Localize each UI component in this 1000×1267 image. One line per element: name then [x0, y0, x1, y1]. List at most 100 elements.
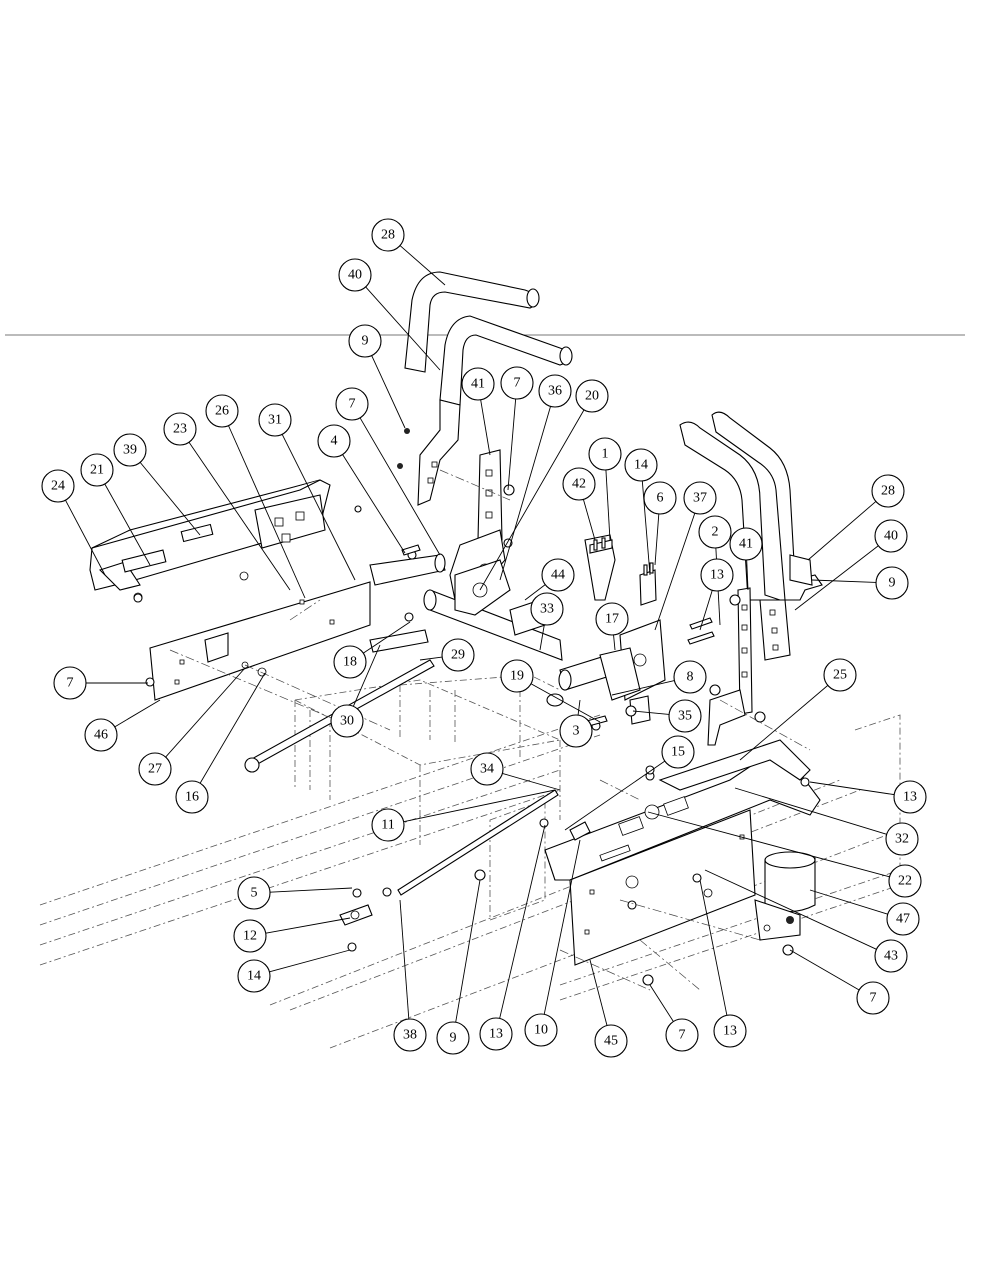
callout-circle	[541, 558, 575, 592]
part-callout: 7	[500, 366, 534, 400]
callout-circle	[113, 433, 147, 467]
part-callout: 4	[317, 424, 351, 458]
callout-circle	[53, 666, 87, 700]
callout-label: 24	[51, 479, 65, 494]
callout-circle	[41, 469, 75, 503]
callout-label: 25	[833, 668, 847, 683]
leader-line	[371, 355, 406, 429]
callout-circle	[371, 808, 405, 842]
leader-line	[530, 683, 601, 723]
callout-label: 41	[471, 377, 485, 392]
leader-line	[507, 398, 517, 491]
part-callout: 34	[470, 752, 504, 786]
callout-circle	[668, 699, 702, 733]
part-callout: 41	[729, 527, 763, 561]
leader-line	[811, 579, 877, 583]
leader-line	[359, 417, 441, 556]
part-callout: 11	[371, 808, 405, 842]
callout-label: 13	[903, 790, 917, 805]
part-callout: 35	[668, 699, 702, 733]
leader-line	[363, 621, 411, 654]
callout-label: 39	[123, 443, 137, 458]
callout-label: 44	[551, 568, 565, 583]
part-callout: 1	[588, 437, 622, 471]
callout-circle	[371, 218, 405, 252]
leader-line	[104, 483, 151, 566]
callout-circle	[436, 1021, 470, 1055]
part-callout: 24	[41, 469, 75, 503]
callout-label: 7	[67, 676, 74, 691]
leader-line	[543, 839, 581, 1015]
callout-label: 7	[870, 991, 877, 1006]
callout-circle	[661, 735, 695, 769]
callout-label: 47	[896, 912, 910, 927]
callout-circle	[538, 374, 572, 408]
callout-circle	[588, 437, 622, 471]
callout-label: 14	[247, 969, 261, 984]
leader-line	[342, 454, 406, 554]
leader-line	[704, 869, 877, 950]
leader-line	[65, 499, 106, 576]
callout-label: 21	[90, 463, 104, 478]
callout-circle	[594, 1024, 628, 1058]
callout-label: 7	[349, 397, 356, 412]
leader-line	[564, 760, 666, 831]
leader-line	[539, 624, 545, 651]
leader-line	[649, 984, 674, 1022]
callout-label: 13	[723, 1024, 737, 1039]
callout-circle	[500, 659, 534, 693]
callout-label: 6	[657, 491, 664, 506]
part-callout: 5	[237, 876, 271, 910]
callout-circle	[330, 704, 364, 738]
callout-circle	[575, 379, 609, 413]
callout-circle	[317, 424, 351, 458]
callout-label: 13	[710, 568, 724, 583]
leader-line	[114, 699, 161, 728]
callout-circle	[713, 1014, 747, 1048]
callout-label: 20	[585, 389, 599, 404]
part-callout: 7	[665, 1018, 699, 1052]
callout-label: 22	[898, 874, 912, 889]
leader-line	[199, 672, 266, 784]
callout-label: 13	[489, 1027, 503, 1042]
part-callout: 38	[393, 1018, 427, 1052]
callout-circle	[673, 660, 707, 694]
leader-line	[365, 286, 441, 371]
center-pivot-assembly	[369, 553, 666, 725]
callout-circle	[893, 780, 927, 814]
part-callout: 44	[541, 558, 575, 592]
leader-lines	[65, 245, 895, 1026]
part-callout: 28	[871, 474, 905, 508]
callout-circle	[237, 959, 271, 993]
part-callout: 20	[575, 379, 609, 413]
callout-label: 36	[548, 384, 562, 399]
leader-line	[479, 409, 585, 591]
part-callout: 21	[80, 453, 114, 487]
leader-line	[139, 462, 201, 536]
callout-label: 30	[340, 714, 354, 729]
callout-label: 40	[348, 268, 362, 283]
callout-circle	[461, 367, 495, 401]
callout-label: 35	[678, 709, 692, 724]
part-callout: 13	[479, 1017, 513, 1051]
callout-label: 28	[881, 484, 895, 499]
callout-circle	[163, 412, 197, 446]
callout-circle	[500, 366, 534, 400]
callout-circle	[175, 780, 209, 814]
leader-line	[269, 887, 353, 893]
leader-line	[524, 584, 546, 601]
callout-label: 27	[148, 762, 162, 777]
part-callout: 3	[559, 714, 593, 748]
callout-label: 19	[510, 669, 524, 684]
leader-line	[739, 685, 829, 761]
part-callout: 7	[335, 387, 369, 421]
callout-label: 9	[362, 334, 369, 349]
callout-label: 10	[534, 1023, 548, 1038]
callout-circle	[524, 1013, 558, 1047]
callout-circle	[84, 718, 118, 752]
part-callout: 30	[330, 704, 364, 738]
part-callout: 13	[713, 1014, 747, 1048]
leader-line	[605, 469, 611, 541]
